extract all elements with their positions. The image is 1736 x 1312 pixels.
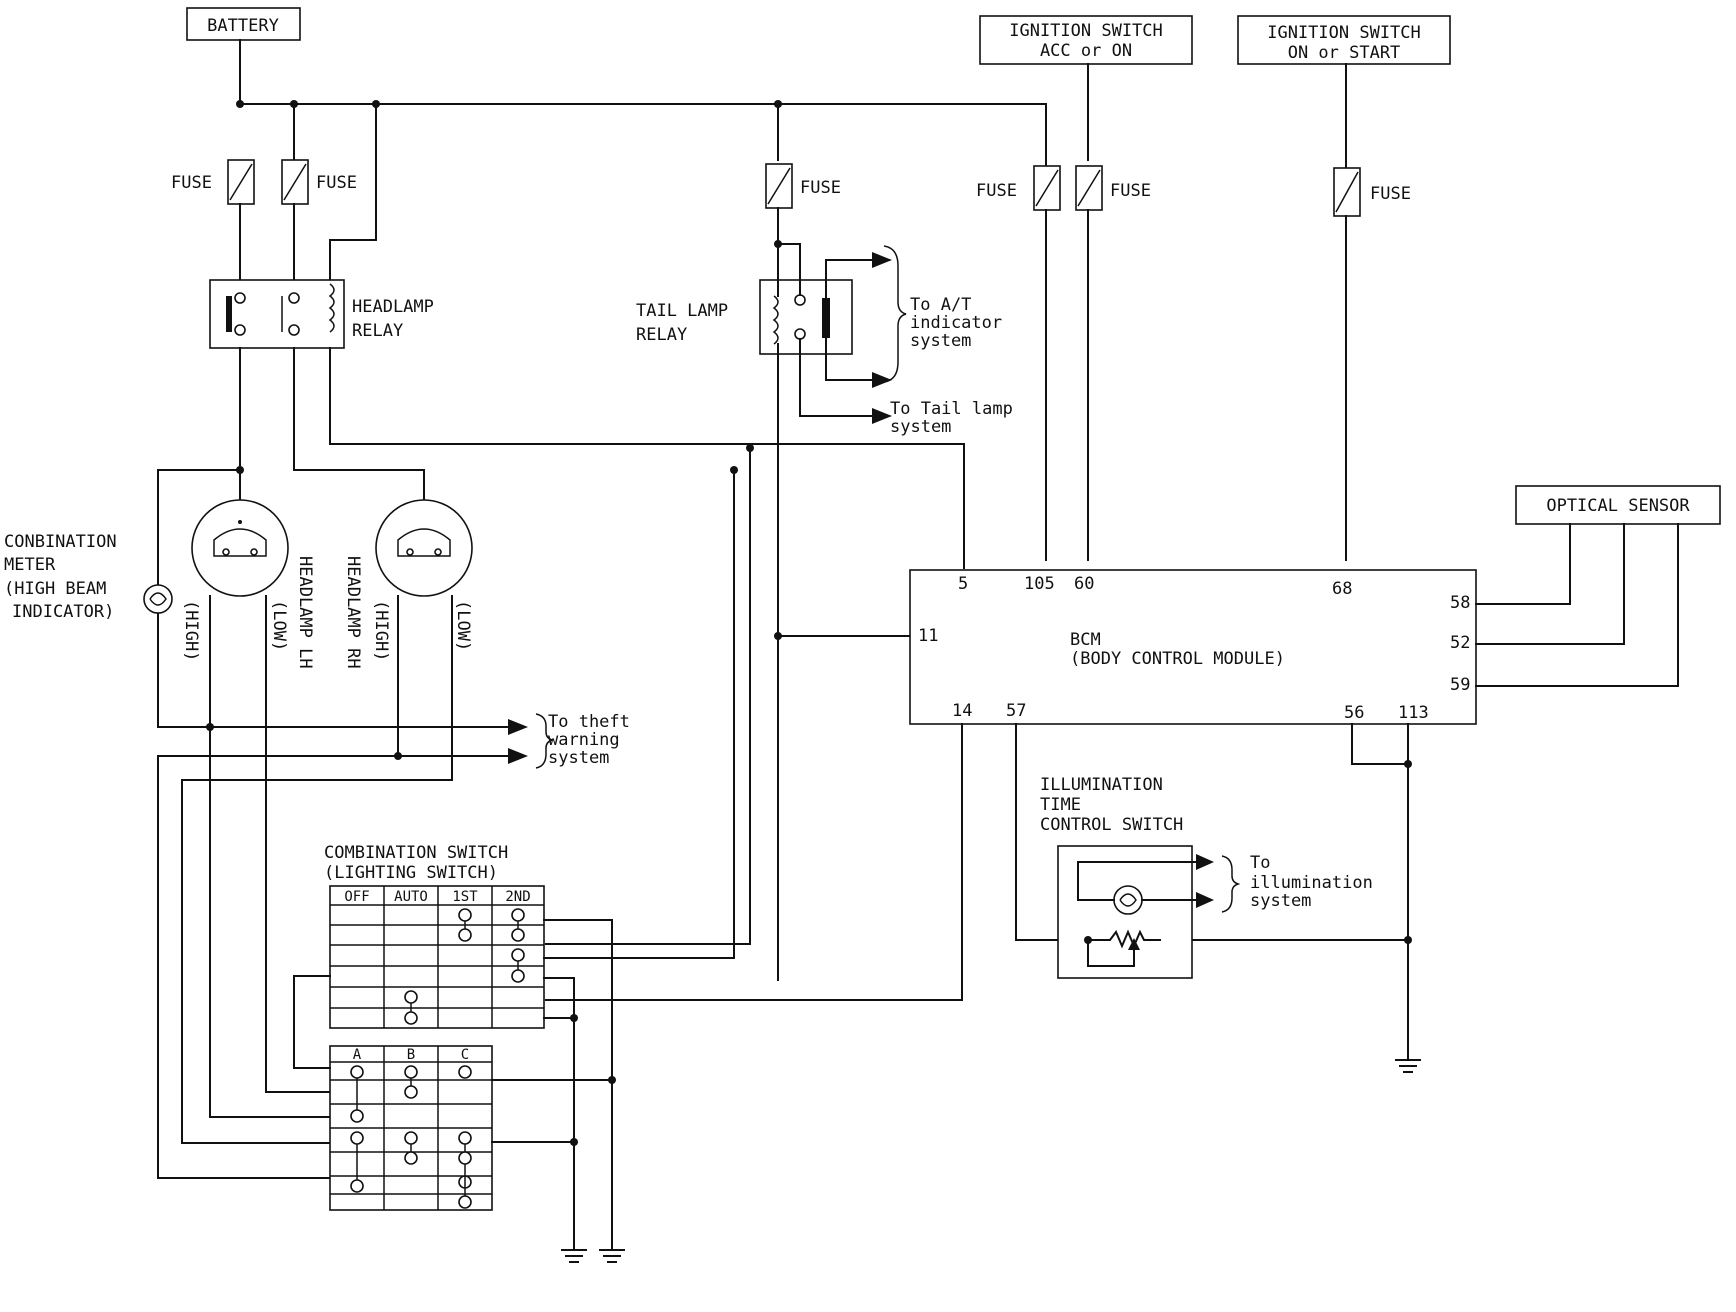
ds-header-c: C [461,1047,469,1063]
bcm-pin-105: 105 [1024,574,1055,594]
fuse-tail: FUSE [765,163,841,209]
fuse-label-1: FUSE [171,173,212,193]
bcm-pin-5: 5 [958,574,968,594]
combo-switch-label-2: (LIGHTING SWITCH) [324,863,498,883]
combo-meter-1: CONBINATION [4,532,117,552]
optical-sensor-label: OPTICAL SENSOR [1515,485,1721,525]
ground-bcm [1395,1059,1421,1073]
ground-switch-1 [561,1249,587,1263]
bcm-pin-58: 58 [1450,593,1470,613]
battery-label: BATTERY [186,7,301,41]
to-tail-line1: To Tail lamp [890,399,1013,419]
fuse-bcm-68: FUSE [1333,167,1411,217]
fuse-bcm-105: FUSE [976,165,1061,211]
rh-low-label: (LOW) [453,600,473,651]
bcm-title: BCM [1070,630,1101,650]
to-illum-3: system [1250,891,1311,911]
ign-acc-line2: ACC or ON [1040,41,1132,61]
ign-acc-line1: IGNITION SWITCH [1009,21,1163,41]
bcm-pin-57: 57 [1006,701,1026,721]
illumination-control-switch: ILLUMINATION TIME CONTROL SWITCH To illu… [1040,775,1373,979]
bcm-pin-113: 113 [1398,703,1429,723]
to-theft-2: warning [548,730,620,750]
dimmer-switch-table: A B C [329,1045,493,1211]
fuse-bcm-60: FUSE [1075,165,1151,211]
headlamp-relay-label-1: HEADLAMP [352,297,434,317]
illum-label-2: TIME [1040,795,1081,815]
bcm-pin-52: 52 [1450,633,1470,653]
to-illum-1: To [1250,853,1270,873]
bcm-pin-56: 56 [1344,703,1364,723]
tail-lamp-relay: TAIL LAMP RELAY [636,279,853,355]
tail-relay-label-1: TAIL LAMP [636,301,728,321]
headlamp-relay-label-2: RELAY [352,321,403,341]
illum-label-1: ILLUMINATION [1040,775,1163,795]
tail-relay-label-2: RELAY [636,325,687,345]
ls-contacts [404,908,525,1025]
combo-meter-4: INDICATOR) [12,602,114,622]
bcm-pin-60: 60 [1074,574,1094,594]
headlamp-rh-label: HEADLAMP RH [343,556,363,669]
ds-contacts [350,1065,472,1209]
fuse-label-5: FUSE [1110,181,1151,201]
ignition-acc-label: IGNITION SWITCH ACC or ON [979,15,1193,65]
lh-low-label: (LOW) [269,600,289,651]
bcm-pin-68: 68 [1332,579,1352,599]
illum-label-3: CONTROL SWITCH [1040,815,1183,835]
headlamp-relay: HEADLAMP RELAY [209,279,434,349]
ds-header-b: B [407,1047,415,1063]
to-at-line2: indicator [910,313,1002,333]
ign-on-line2: ON or START [1288,43,1401,63]
headlamp-rh [375,499,473,597]
fuse-headlamp-rh: FUSE [281,159,357,205]
combo-meter-3: (HIGH BEAM [4,579,106,599]
ls-header-2nd: 2ND [505,889,530,905]
headlamp-lh-label: HEADLAMP LH [295,556,315,669]
fuse-label-3: FUSE [800,178,841,198]
fuse-label-6: FUSE [1370,184,1411,204]
combo-switch-label-1: COMBINATION SWITCH [324,843,508,863]
high-beam-indicator [143,584,173,614]
to-at-line1: To A/T [910,295,971,315]
rh-high-label: (HIGH) [371,600,391,661]
bcm-pin-59: 59 [1450,675,1470,695]
ign-on-line1: IGNITION SWITCH [1267,23,1421,43]
bcm-subtitle: (BODY CONTROL MODULE) [1070,649,1285,669]
to-at-line3: system [910,331,971,351]
bcm-module: BCM (BODY CONTROL MODULE) 5 105 60 68 58… [909,569,1477,725]
to-tail-line2: system [890,417,951,437]
lighting-switch-table: OFF AUTO 1ST 2ND [329,885,545,1029]
lh-high-label: (HIGH) [181,600,201,661]
ls-header-1st: 1ST [452,889,478,905]
ds-header-a: A [353,1047,362,1063]
combo-meter-2: METER [4,555,56,575]
bcm-pin-14: 14 [952,701,972,721]
fuse-headlamp-lh: FUSE [171,159,255,205]
to-illum-2: illumination [1250,873,1373,893]
bcm-pin-11: 11 [918,626,938,646]
to-theft-3: system [548,748,609,768]
fuse-label-4: FUSE [976,181,1017,201]
ignition-on-label: IGNITION SWITCH ON or START [1237,15,1451,65]
optical-sensor-text: OPTICAL SENSOR [1546,496,1690,516]
to-theft-1: To theft [548,712,630,732]
ground-switch-2 [599,1249,625,1263]
headlamp-lh [191,499,289,597]
ls-header-off: OFF [344,889,369,905]
fuse-label-2: FUSE [316,173,357,193]
battery-text: BATTERY [207,16,279,36]
ls-header-auto: AUTO [394,889,428,905]
